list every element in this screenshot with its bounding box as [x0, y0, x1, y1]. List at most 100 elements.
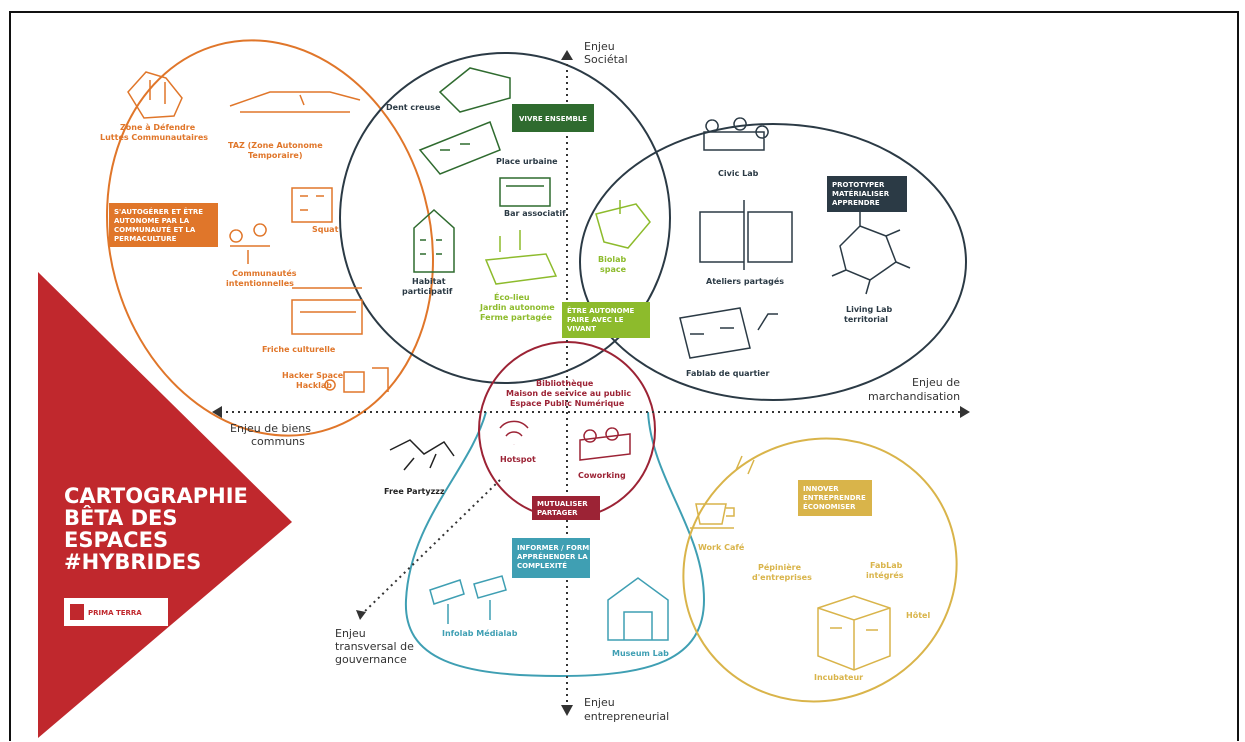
axis-bottom-line-1: Enjeu [584, 696, 615, 709]
svg-text:ÊTRE AUTONOME: ÊTRE AUTONOME [567, 306, 635, 315]
entrepreneurship-cluster-outline [682, 437, 958, 703]
ateliers-sketch [699, 200, 793, 270]
label-hacker-1: Hacker Space [282, 371, 344, 380]
svg-text:APPRÉHENDER LA: APPRÉHENDER LA [517, 552, 588, 561]
axis-top-line-2: Sociétal [584, 53, 628, 66]
orange-labels: Zone à Défendre Luttes Communautaires TA… [100, 122, 344, 390]
svg-text:INNOVER: INNOVER [803, 485, 839, 493]
box-prototyper: PROTOTYPER MATÉRIALISER APPRENDRE [827, 176, 907, 212]
label-zad-1: Zone à Défendre [120, 122, 196, 132]
label-zad-2: Luttes Communautaires [100, 133, 208, 142]
sketches-orange [127, 71, 389, 393]
place-urbaine-sketch [418, 121, 501, 175]
label-hacker-2: Hacklab [296, 381, 332, 390]
axis-diagonal-line-1: Enjeu [335, 627, 366, 640]
work-cafe-sketch [690, 455, 755, 529]
title-line-3: ESPACES [64, 528, 168, 552]
zad-sketch [127, 71, 183, 119]
bar-sketch [499, 177, 551, 207]
svg-text:COMPLEXITÉ: COMPLEXITÉ [517, 561, 567, 570]
label-free-party: Free Partyzzz [384, 487, 445, 496]
label-taz-1: TAZ (Zone Autonome [228, 141, 323, 150]
label-fablab: Fablab de quartier [686, 369, 769, 378]
label-hotel: Hôtel [906, 610, 930, 620]
label-fablab-integre-1: FabLab [870, 561, 903, 570]
dark-labels: Civic Lab Ateliers partagés Living Lab t… [686, 169, 893, 378]
label-pepiniere-2: d'entreprises [752, 573, 812, 582]
label-biolab-2: space [600, 265, 627, 274]
prototyping-cluster-outline [579, 123, 967, 401]
svg-text:APPRENDRE: APPRENDRE [832, 199, 880, 207]
label-work-cafe: Work Café [698, 542, 745, 552]
label-habitat-2: participatif [402, 287, 453, 296]
axis-labels: Enjeu Sociétal Enjeu de marchandisation … [230, 40, 960, 723]
coworking-sketch [579, 427, 631, 461]
black-labels: Free Partyzzz [384, 487, 445, 496]
taz-sketch [229, 91, 361, 113]
svg-text:S'AUTOGÉRER ET ÊTRE: S'AUTOGÉRER ET ÊTRE [114, 207, 203, 216]
svg-text:MUTUALISER: MUTUALISER [537, 500, 588, 508]
communautes-sketch [229, 223, 270, 264]
box-mutualiser: MUTUALISER PARTAGER [532, 496, 600, 520]
label-squat: Squat [312, 225, 339, 234]
gold-labels: Work Café Pépinière d'entreprises FabLab… [698, 542, 930, 682]
ecolieu-sketch [484, 230, 558, 285]
label-museum: Museum Lab [612, 649, 669, 658]
label-ecolieu-1: Éco-lieu [494, 291, 530, 302]
fablab-sketch [679, 307, 778, 359]
title-line-1: CARTOGRAPHIE [64, 484, 248, 508]
biolab-sketch [595, 200, 651, 249]
logo-text: PRIMA TERRA [88, 609, 142, 617]
axis-diagonal-line-3: gouvernance [335, 653, 407, 666]
svg-text:PARTAGER: PARTAGER [537, 509, 578, 517]
sketches-dark [679, 117, 911, 359]
label-fablab-integre-2: intégrés [866, 570, 904, 580]
label-communautes-2: intentionnelles [226, 279, 294, 288]
label-ateliers: Ateliers partagés [706, 276, 784, 286]
title-line-4: #HYBRIDES [64, 550, 201, 574]
label-communautes-1: Communautés [232, 268, 297, 278]
label-ecolieu-3: Ferme partagée [480, 312, 553, 322]
label-living-1: Living Lab [846, 305, 893, 314]
axis-diagonal-line-2: transversal de [335, 640, 414, 653]
label-biblio-2: Maison de service au public [506, 389, 631, 398]
sketches-teal [429, 575, 669, 641]
sketches-gold [690, 455, 891, 671]
information-cluster-outline [404, 411, 706, 678]
label-hotspot: Hotspot [500, 455, 536, 464]
sketches-maroon [499, 420, 631, 461]
svg-text:COMMUNAUTÉ ET LA: COMMUNAUTÉ ET LA [114, 225, 196, 234]
commons-cluster-outline [106, 39, 434, 437]
axis-left-line-2: communs [251, 435, 305, 448]
label-friche: Friche culturelle [262, 345, 336, 354]
sketches-black [389, 439, 455, 471]
label-taz-2: Temporaire) [248, 151, 303, 160]
box-vivre-ensemble: VIVRE ENSEMBLE [512, 104, 594, 132]
green-labels: Dent creuse Place urbaine Bar associatif… [386, 103, 566, 296]
hacker-sketch [324, 367, 389, 393]
cube-sketch [817, 595, 891, 671]
label-living-2: territorial [844, 315, 888, 324]
label-habitat-1: Habitat [412, 277, 446, 286]
label-bar: Bar associatif [504, 209, 566, 218]
svg-text:AUTONOME PAR LA: AUTONOME PAR LA [114, 217, 190, 225]
label-pepiniere-1: Pépinière [758, 562, 802, 572]
label-biolab-1: Biolab [598, 255, 626, 264]
axis-top-line-1: Enjeu [584, 40, 615, 53]
free-party-sketch [389, 439, 455, 471]
svg-text:FAIRE AVEC LE: FAIRE AVEC LE [567, 316, 624, 324]
svg-text:ENTREPRENDRE: ENTREPRENDRE [803, 494, 866, 502]
axis-bottom-line-2: entrepreneurial [584, 710, 669, 723]
label-incubateur: Incubateur [814, 673, 863, 682]
svg-text:VIVRE ENSEMBLE: VIVRE ENSEMBLE [519, 115, 587, 123]
squat-sketch [291, 187, 333, 223]
maroon-labels: Bibliothèque Maison de service au public… [500, 378, 631, 480]
dent-creuse-sketch [438, 67, 511, 113]
sketches-green [413, 67, 551, 273]
svg-text:PROTOTYPER: PROTOTYPER [832, 181, 885, 189]
label-biblio-1: Bibliothèque [536, 378, 594, 388]
living-lab-sketch [831, 212, 911, 295]
svg-text:MATÉRIALISER: MATÉRIALISER [832, 189, 890, 198]
label-biblio-3: Espace Public Numérique [510, 398, 625, 408]
